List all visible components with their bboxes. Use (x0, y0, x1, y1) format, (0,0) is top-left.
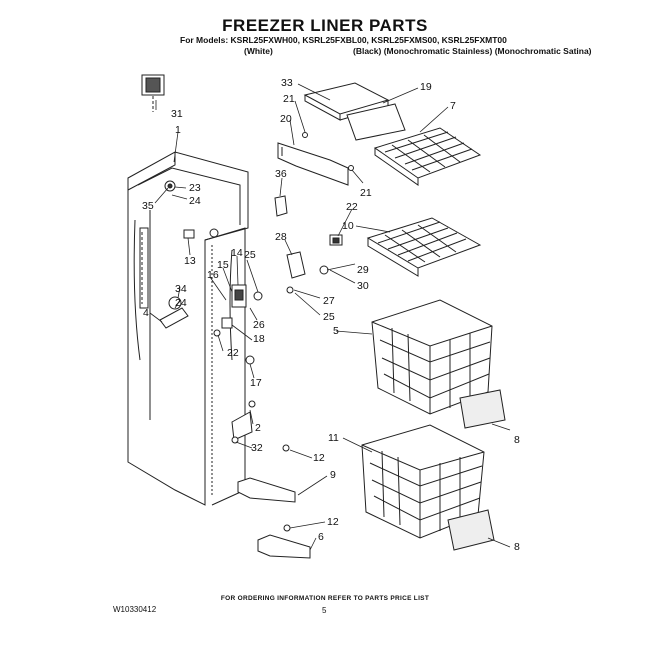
models-line: For Models: KSRL25FXWH00, KSRL25FXBL00, … (180, 35, 507, 45)
callout-12-upper: 12 (313, 452, 325, 464)
callout-33: 33 (281, 77, 293, 89)
liner-hardware (159, 180, 263, 444)
callout-21-lower: 21 (360, 187, 372, 199)
wire-shelf-part-7 (373, 127, 482, 186)
callout-17: 17 (250, 377, 262, 389)
fan-bracket-part-20 (277, 132, 354, 186)
document-number: W10330412 (113, 605, 157, 614)
callout-8-lower: 8 (514, 541, 520, 553)
callout-1: 1 (175, 124, 181, 136)
callout-25-lower: 25 (323, 311, 335, 323)
callout-29: 29 (357, 264, 369, 276)
callout-35: 35 (142, 200, 154, 212)
basket-part-11 (361, 424, 485, 539)
clip-part-36 (274, 195, 288, 217)
callout-5: 5 (333, 325, 339, 337)
callout-28: 28 (275, 231, 287, 243)
callout-24-lower: 24 (175, 297, 187, 309)
callout-16: 16 (207, 269, 219, 281)
freezer-liner-part (127, 151, 249, 506)
callout-19: 19 (420, 81, 432, 93)
callout-13: 13 (184, 255, 196, 267)
callout-8-upper: 8 (514, 434, 520, 446)
variant-others: (Black) (Monochromatic Stainless) (Monoc… (353, 46, 592, 56)
callout-21-upper: 21 (283, 93, 295, 105)
basket-front-part-8-lower (447, 509, 495, 551)
page-title: FREEZER LINER PARTS (222, 16, 428, 35)
control-module-part-28 (286, 251, 329, 294)
rail-part-6 (257, 524, 311, 559)
callout-20: 20 (280, 113, 292, 125)
page-number: 5 (322, 606, 327, 615)
basket-front-part-8-upper (459, 389, 506, 429)
callout-14: 14 (231, 247, 243, 259)
callout-9: 9 (330, 469, 336, 481)
leader-lines (149, 83, 511, 551)
callout-32: 32 (251, 442, 263, 454)
callout-30: 30 (357, 280, 369, 292)
callout-24-upper: 24 (189, 195, 201, 207)
callout-10: 10 (342, 220, 354, 232)
variant-white: (White) (244, 46, 273, 56)
rail-part-9 (237, 444, 296, 503)
callout-15: 15 (217, 259, 229, 271)
callout-6: 6 (318, 531, 324, 543)
damper-part-31 (141, 74, 165, 112)
callout-11: 11 (328, 432, 339, 444)
callout-23: 23 (189, 182, 201, 194)
cover-plate-part-19 (346, 103, 406, 141)
callout-7: 7 (450, 100, 456, 112)
ordering-note: FOR ORDERING INFORMATION REFER TO PARTS … (220, 595, 430, 602)
wire-shelf-part-10 (366, 217, 482, 277)
callout-27: 27 (323, 295, 335, 307)
callout-36: 36 (275, 168, 287, 180)
callout-34: 34 (175, 283, 187, 295)
callout-25-upper: 25 (244, 249, 256, 261)
callout-22-upper: 22 (346, 201, 358, 213)
callout-2: 2 (255, 422, 261, 434)
callout-26: 26 (253, 319, 265, 331)
left-wall-rail (139, 227, 149, 309)
bracket-part-22 (329, 234, 343, 246)
callout-22-lower: 22 (227, 347, 239, 359)
callout-4: 4 (143, 307, 149, 319)
callout-18: 18 (253, 333, 265, 345)
callout-31: 31 (171, 108, 183, 120)
callout-12-lower: 12 (327, 516, 339, 528)
